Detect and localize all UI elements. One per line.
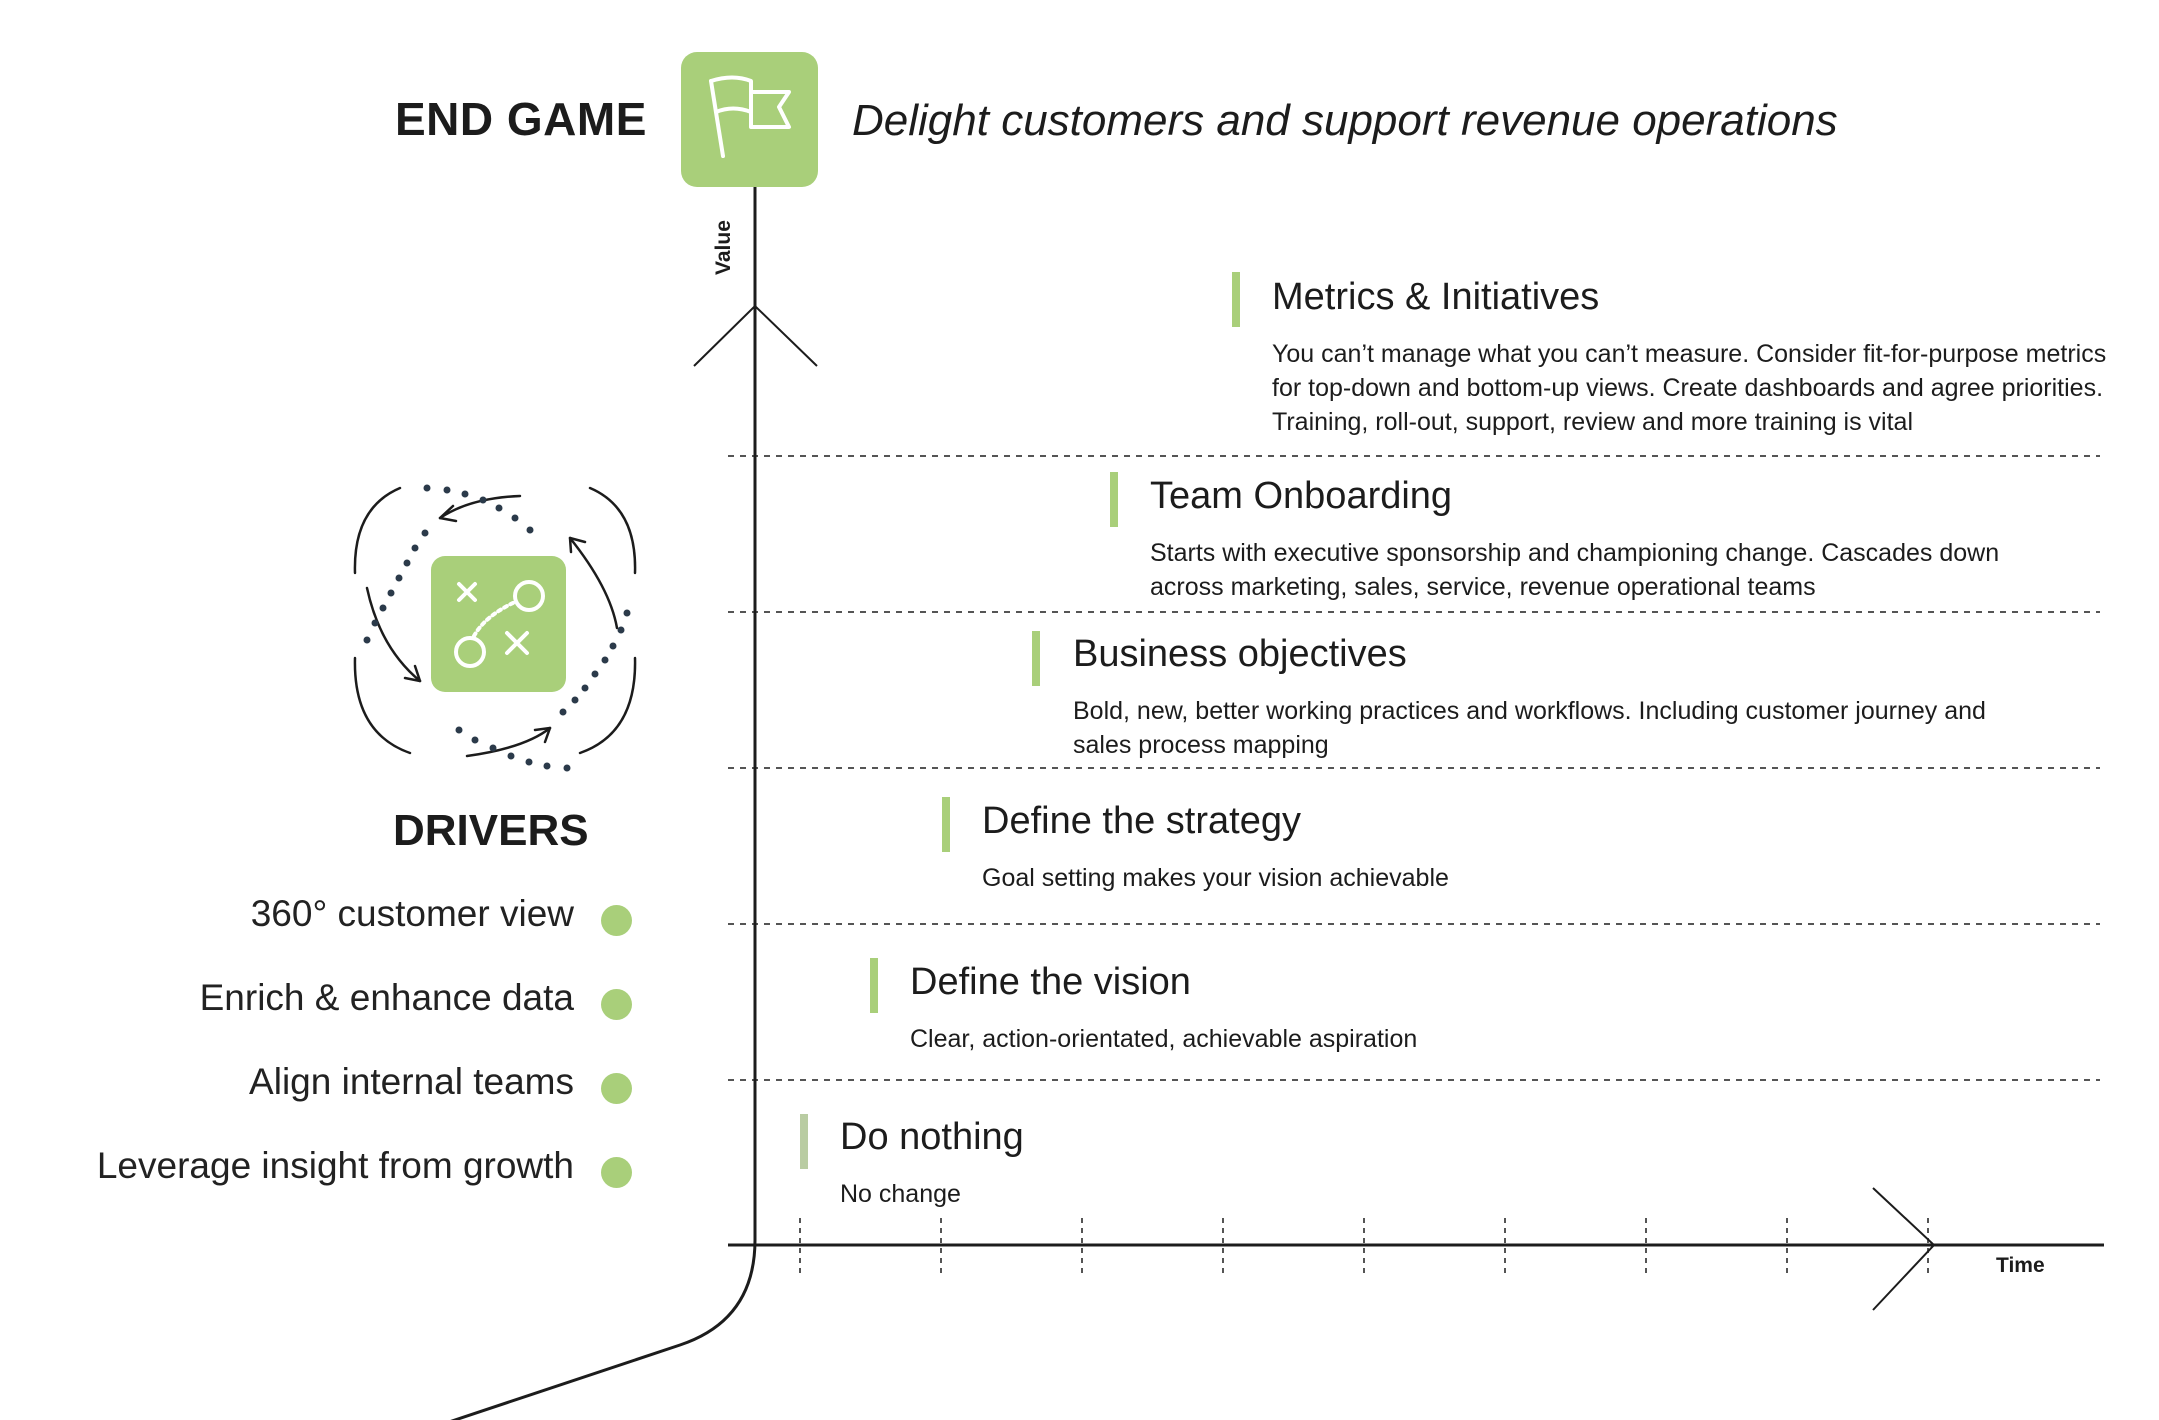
driver-item: 360° customer view xyxy=(250,893,574,934)
time-arrow-head xyxy=(1872,1187,1936,1311)
drivers-label: DRIVERS xyxy=(393,806,589,855)
stage-description: Starts with executive sponsorship and ch… xyxy=(1150,539,2000,601)
driver-item: Enrich & enhance data xyxy=(199,977,574,1018)
stage-title: Team Onboarding xyxy=(1150,475,1453,517)
driver-bullet xyxy=(601,905,632,936)
end-game-label: END GAME xyxy=(395,93,647,145)
value-arrow-head xyxy=(693,304,818,367)
stage-accent-bar xyxy=(1232,272,1240,327)
driver-bullet xyxy=(601,1157,632,1188)
value-axis-line xyxy=(450,185,757,1420)
stage-description: No change xyxy=(840,1180,961,1208)
driver-item: Leverage insight from growth xyxy=(96,1145,574,1186)
flag-icon xyxy=(709,75,791,158)
stage-accent-bar xyxy=(1032,631,1040,686)
end-game-flag-tile xyxy=(681,52,818,187)
value-axis-label: Value xyxy=(712,220,735,275)
driver-bullet xyxy=(601,989,632,1020)
stage-accent-bar xyxy=(942,797,950,852)
stage-accent-bar xyxy=(1110,472,1118,527)
stage-title: Business objectives xyxy=(1073,633,1407,675)
stage-accent-bar xyxy=(870,958,878,1013)
stage-description: Goal setting makes your vision achievabl… xyxy=(982,864,1449,892)
end-game-tagline: Delight customers and support revenue op… xyxy=(852,96,1838,145)
stage-title: Define the vision xyxy=(910,961,1191,1003)
stage-title: Metrics & Initiatives xyxy=(1272,276,1600,318)
stage-description: Clear, action-orientated, achievable asp… xyxy=(910,1025,1418,1053)
strategy-play-icon xyxy=(353,484,637,772)
stage-separators xyxy=(728,455,2100,1081)
stage-title: Define the strategy xyxy=(982,800,1301,842)
driver-item: Align internal teams xyxy=(249,1061,574,1102)
driver-bullet xyxy=(601,1073,632,1104)
stage-description: You can’t manage what you can’t measure.… xyxy=(1272,340,2107,436)
stage-description: Bold, new, better working practices and … xyxy=(1073,697,1986,759)
stage-accent-bar xyxy=(800,1114,808,1169)
stage-title: Do nothing xyxy=(840,1116,1024,1158)
time-axis-label: Time xyxy=(1996,1254,2045,1277)
